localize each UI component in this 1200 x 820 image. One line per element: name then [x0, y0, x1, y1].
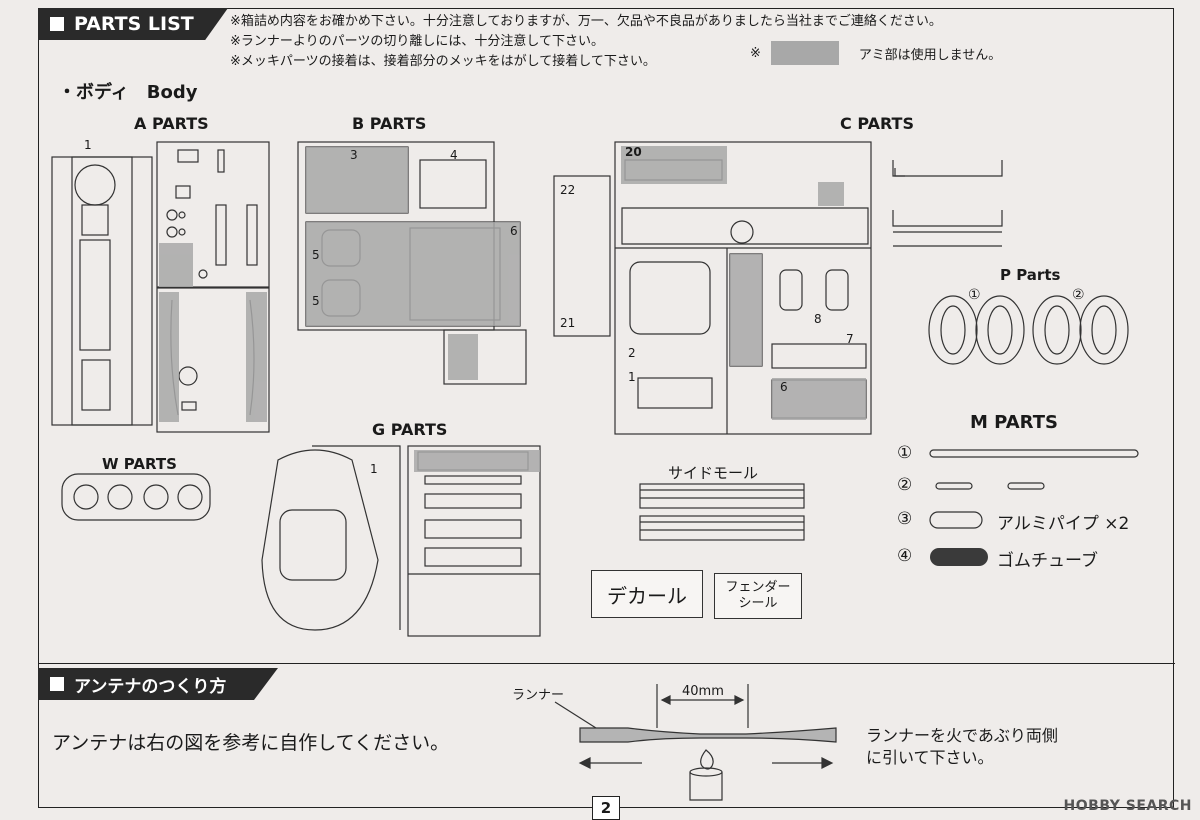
mesh-note: ※ アミ部は使用しません。	[750, 41, 1001, 65]
parts-list-tab: PARTS LIST	[38, 8, 228, 40]
fender-seal-line1: フェンダー	[725, 580, 791, 595]
m-part-number: ④	[897, 546, 913, 566]
part-number: 7	[846, 332, 854, 346]
g-parts-label: G PARTS	[372, 420, 448, 439]
fender-seal-line2: シール	[738, 596, 778, 611]
part-number: 1	[370, 462, 378, 476]
parts-list-title: PARTS LIST	[74, 13, 194, 35]
antenna-step-line: ランナーを火であぶり両側	[866, 726, 1058, 745]
note-line: ※メッキパーツの接着は、接着部分のメッキをはがして接着して下さい。	[230, 54, 656, 69]
decal-label: デカール	[607, 583, 687, 608]
m-part-text: ゴムチューブ	[997, 551, 1098, 571]
body-section-title: ・ボディ Body	[58, 82, 198, 103]
part-number: 20	[625, 145, 642, 159]
square-bullet-icon	[50, 677, 64, 691]
section-divider	[38, 663, 1175, 664]
note-line: ※ランナーよりのパーツの切り離しには、十分注意して下さい。	[230, 34, 604, 49]
c-runner-side	[553, 175, 611, 337]
side-mold-label: サイドモール	[668, 464, 759, 482]
page-number-text: 2	[600, 799, 612, 817]
watermark: HOBBY SEARCH	[1063, 798, 1192, 814]
w-parts-label: W PARTS	[102, 455, 177, 473]
caution-notes: ※箱詰め内容をお確かめ下さい。十分注意しておりますが、万一、欠品や不良品がありま…	[230, 12, 942, 72]
p-parts-label: P Parts	[1000, 266, 1061, 284]
c-runner	[614, 141, 872, 435]
part-number: 1	[628, 370, 636, 384]
decal-box: デカール	[591, 570, 703, 618]
part-number: 3	[350, 148, 358, 162]
side-mold-1	[639, 483, 805, 509]
mesh-note-prefix: ※	[750, 45, 761, 61]
m-part-number: ②	[897, 475, 913, 495]
m-parts-label: M PARTS	[970, 412, 1058, 433]
page-number: 2	[592, 796, 620, 820]
part-number: 2	[628, 346, 636, 360]
part-number: 5	[312, 294, 320, 308]
m-part-text: アルミパイプ ×2	[997, 514, 1130, 534]
side-mold-2	[639, 515, 805, 541]
c-parts-label: C PARTS	[840, 114, 914, 133]
note-line: ※箱詰め内容をお確かめ下さい。十分注意しておりますが、万一、欠品や不良品がありま…	[230, 14, 942, 29]
mesh-note-text: アミ部は使用しません。	[858, 47, 1002, 63]
runner-label: ランナー	[512, 688, 565, 703]
b-parts-label: B PARTS	[352, 114, 427, 133]
m-part-number: ①	[897, 443, 913, 463]
part-number: 5	[312, 248, 320, 262]
g-runner-left	[312, 445, 401, 630]
g-runner	[407, 445, 541, 637]
part-number: 8	[814, 312, 822, 326]
part-number: 4	[450, 148, 458, 162]
a-chassis-outline	[51, 156, 153, 426]
p-part-number: ①	[968, 287, 981, 303]
fender-seal-box: フェンダー シール	[714, 573, 802, 619]
m-part-number: ③	[897, 509, 913, 529]
a-runner-upper	[156, 141, 270, 288]
dimension-label: 40mm	[682, 684, 724, 699]
rubber-tube	[930, 548, 988, 566]
part-number: 22	[560, 183, 576, 197]
antenna-tab: アンテナのつくり方	[38, 668, 278, 700]
p-part-number: ②	[1072, 287, 1085, 303]
square-bullet-icon	[50, 17, 64, 31]
a-parts-label: A PARTS	[134, 114, 209, 133]
part-number: 6	[510, 224, 518, 238]
b-runner-small	[443, 329, 527, 385]
antenna-title: アンテナのつくり方	[74, 676, 227, 697]
a-runner-lower	[156, 287, 270, 433]
part-number: 6	[780, 380, 788, 394]
mesh-swatch	[770, 41, 839, 65]
antenna-step-line: に引いて下さい。	[866, 748, 994, 767]
part-number: 1	[84, 138, 92, 152]
w-runner	[61, 473, 211, 521]
antenna-instruction: アンテナは右の図を参考に自作してください。	[52, 732, 450, 754]
part-number: 21	[560, 316, 576, 330]
